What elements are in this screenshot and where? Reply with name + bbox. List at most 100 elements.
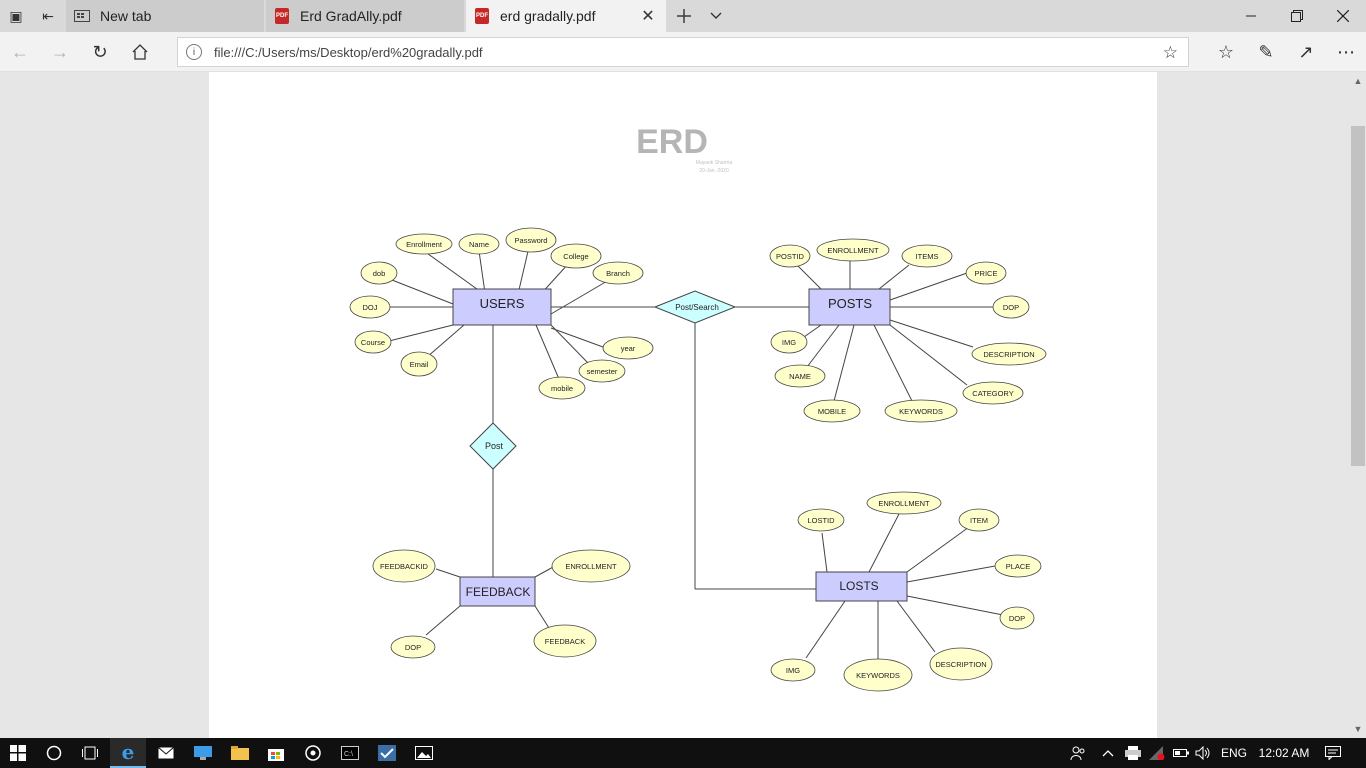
attribute-label: POSTID	[776, 252, 805, 261]
tab-erd-gradally-pdf-active[interactable]: PDF erd gradally.pdf ✕	[466, 0, 666, 32]
file-explorer-icon[interactable]	[222, 738, 258, 768]
back-icon[interactable]: ←	[11, 41, 29, 62]
scroll-down-icon[interactable]: ▼	[1353, 724, 1363, 734]
relationship-post	[469, 422, 517, 470]
attribute-oval	[505, 227, 557, 253]
home-icon[interactable]	[124, 36, 156, 68]
attribute-oval	[901, 244, 953, 268]
attribute-oval	[958, 508, 1000, 532]
attribute-oval	[538, 376, 586, 400]
address-bar[interactable]: i file:///C:/Users/ms/Desktop/erd%20grad…	[177, 37, 1189, 67]
tab-label: erd gradally.pdf	[500, 8, 596, 24]
entity-posts	[808, 288, 891, 326]
scrollbar-thumb[interactable]	[1351, 126, 1365, 466]
more-icon[interactable]: ⋯	[1337, 41, 1355, 62]
entity-feedback	[459, 576, 536, 607]
attribute-label: KEYWORDS	[899, 407, 943, 416]
entity-label: FEEDBACK	[466, 585, 531, 599]
attribute-label: Email	[410, 360, 429, 369]
attribute-oval	[349, 295, 391, 319]
remote-desktop-icon[interactable]	[185, 738, 221, 768]
attribute-oval	[797, 508, 845, 532]
forward-icon[interactable]: →	[51, 41, 69, 62]
pdf-viewer: ERD Mayank Sharma 20-Jan.-2020	[0, 72, 1366, 738]
restore-icon[interactable]	[1274, 0, 1320, 32]
scroll-up-icon[interactable]: ▲	[1353, 76, 1363, 86]
address-url[interactable]: file:///C:/Users/ms/Desktop/erd%20gradal…	[214, 44, 483, 60]
entity-label: POSTS	[828, 296, 872, 311]
relationship-post-search	[653, 290, 737, 324]
attribute-label: semester	[587, 367, 618, 376]
attribute-label: DESCRIPTION	[935, 660, 986, 669]
action-center-icon[interactable]	[1322, 738, 1344, 768]
svg-text:C:\: C:\	[344, 751, 353, 758]
windows-start-icon[interactable]	[0, 738, 36, 768]
attribute-label: DOP	[1003, 303, 1019, 312]
favorite-star-icon[interactable]: ☆	[1162, 43, 1178, 62]
attribute-label: dob	[373, 269, 386, 278]
attribute-oval	[866, 491, 942, 515]
tab-label: New tab	[100, 8, 152, 24]
attribute-label: Enrollment	[406, 240, 443, 249]
search-circle-icon[interactable]	[36, 738, 72, 768]
attribute-label: PLACE	[1006, 562, 1031, 571]
store-icon[interactable]	[258, 738, 294, 768]
attribute-oval	[999, 606, 1035, 630]
attribute-label: LOSTID	[807, 516, 835, 525]
chrome-icon[interactable]	[295, 738, 331, 768]
attribute-label: DESCRIPTION	[983, 350, 1034, 359]
attribute-label: year	[621, 344, 636, 353]
task-view-icon[interactable]	[72, 738, 108, 768]
relationship-label: Post/Search	[675, 303, 719, 312]
photos-icon[interactable]	[406, 738, 442, 768]
set-tabs-aside-icon[interactable]: ⇤	[42, 7, 54, 24]
clock[interactable]: 12:02 AM	[1258, 746, 1310, 760]
attribute-oval	[965, 261, 1007, 285]
new-tab-plus-icon[interactable]	[668, 0, 700, 32]
taskbar: e C:\ ENG 12:02 AM	[0, 738, 1366, 768]
mail-icon[interactable]	[148, 738, 184, 768]
attribute-oval	[774, 364, 826, 388]
attribute-oval	[962, 381, 1024, 405]
battery-icon[interactable]	[1172, 738, 1190, 768]
close-tab-icon[interactable]: ✕	[641, 8, 655, 25]
edge-browser-icon[interactable]: e	[110, 738, 146, 768]
erd-diagram: ERD Mayank Sharma 20-Jan.-2020	[349, 123, 1047, 692]
site-info-icon[interactable]: i	[186, 44, 202, 60]
network-disconnected-icon[interactable]	[1148, 738, 1166, 768]
refresh-icon[interactable]: ↻	[92, 41, 108, 62]
show-hidden-icons-chevron-icon[interactable]	[1100, 738, 1116, 768]
entity-losts	[815, 571, 908, 602]
attribute-label: FEEDBACK	[545, 637, 585, 646]
attribute-label: DOP	[1009, 614, 1025, 623]
printer-icon[interactable]	[1124, 738, 1142, 768]
favorites-icon[interactable]: ☆	[1217, 41, 1235, 62]
share-icon[interactable]: ↗	[1298, 41, 1314, 62]
entity-label: LOSTS	[839, 579, 878, 593]
language-indicator[interactable]: ENG	[1220, 746, 1247, 760]
people-icon[interactable]	[1068, 738, 1088, 768]
tab-preview-chevron-icon[interactable]	[700, 0, 732, 32]
minimize-icon[interactable]	[1228, 0, 1274, 32]
attribute-oval	[372, 549, 436, 583]
tab-erd-gradally-pdf[interactable]: PDF Erd GradAlly.pdf	[266, 0, 464, 32]
tab-actions-icon[interactable]: ▣	[9, 7, 23, 24]
attribute-oval	[971, 342, 1047, 366]
attribute-oval	[550, 243, 602, 269]
attribute-label: FEEDBACKID	[380, 562, 429, 571]
tab-new-tab[interactable]: New tab	[66, 0, 264, 32]
pen-notes-icon[interactable]: ✎	[1258, 41, 1274, 62]
attribute-label: IMG	[782, 338, 796, 347]
attribute-oval	[390, 635, 436, 659]
tab-bar: ▣ ⇤ New tab PDF Erd GradAlly.pdf PDF erd…	[0, 0, 1366, 32]
close-window-icon[interactable]	[1320, 0, 1366, 32]
attribute-label: College	[563, 252, 588, 261]
diagram-date: 20-Jan.-2020	[699, 168, 729, 174]
attribute-oval	[400, 351, 438, 377]
command-prompt-icon[interactable]: C:\	[332, 738, 368, 768]
diagram-author: Mayank Sharma	[696, 160, 733, 166]
app-window-icon[interactable]	[369, 738, 405, 768]
pdf-page: ERD Mayank Sharma 20-Jan.-2020	[209, 72, 1157, 738]
attribute-label: ITEMS	[916, 252, 939, 261]
volume-icon[interactable]	[1194, 738, 1212, 768]
